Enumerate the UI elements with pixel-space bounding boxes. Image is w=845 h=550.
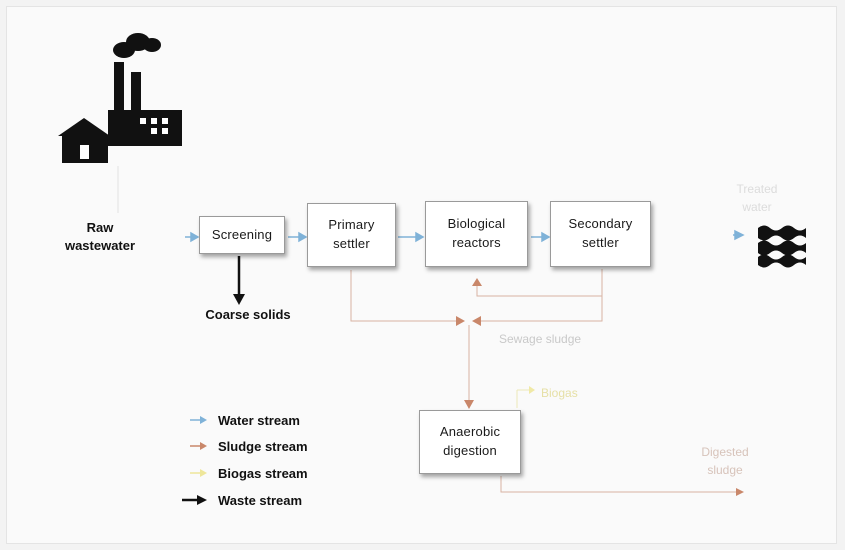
biogas-label: Biogas	[541, 386, 578, 400]
legend-waste-text: Waste stream	[218, 492, 303, 508]
legend-water-text: Water stream	[218, 412, 300, 428]
screening-unit: Screening	[199, 216, 285, 254]
water-flow	[185, 229, 745, 243]
legend-sludge: Sludge stream	[190, 437, 308, 455]
waste-stream-swatch	[182, 495, 207, 505]
biogas-arrowhead	[529, 386, 535, 394]
treated-water-label: Treated water	[736, 182, 778, 214]
secondary-settler-unit: Secondary settler	[550, 201, 651, 267]
digested-sludge-label: Digested sludge	[701, 445, 749, 477]
anaerobic-digestion-unit: Anaerobic digestion	[419, 410, 521, 474]
factory-house-icon	[58, 33, 182, 213]
sludge-arrowheads	[456, 278, 744, 496]
legend-water: Water stream	[190, 411, 300, 429]
water-stream-swatch	[190, 416, 207, 424]
primary-settler-unit: Primary settler	[307, 203, 396, 267]
biogas-stream-swatch	[190, 469, 207, 477]
legend-waste: Waste stream	[182, 491, 302, 509]
legend-biogas-text: Biogas stream	[218, 465, 308, 481]
legend-biogas: Biogas stream	[190, 464, 308, 482]
sewage-sludge-label: Sewage sludge	[499, 332, 582, 346]
raw-wastewater-label: Raw wastewater	[64, 220, 136, 254]
sludge-flow	[350, 269, 738, 493]
biological-reactors-unit: Biological reactors	[425, 201, 528, 267]
water-waves-icon	[758, 225, 806, 268]
sludge-stream-swatch	[190, 442, 207, 450]
legend-sludge-text: Sludge stream	[218, 438, 308, 454]
coarse-solids-label: Coarse solids	[205, 307, 291, 322]
waste-flow	[233, 256, 245, 305]
